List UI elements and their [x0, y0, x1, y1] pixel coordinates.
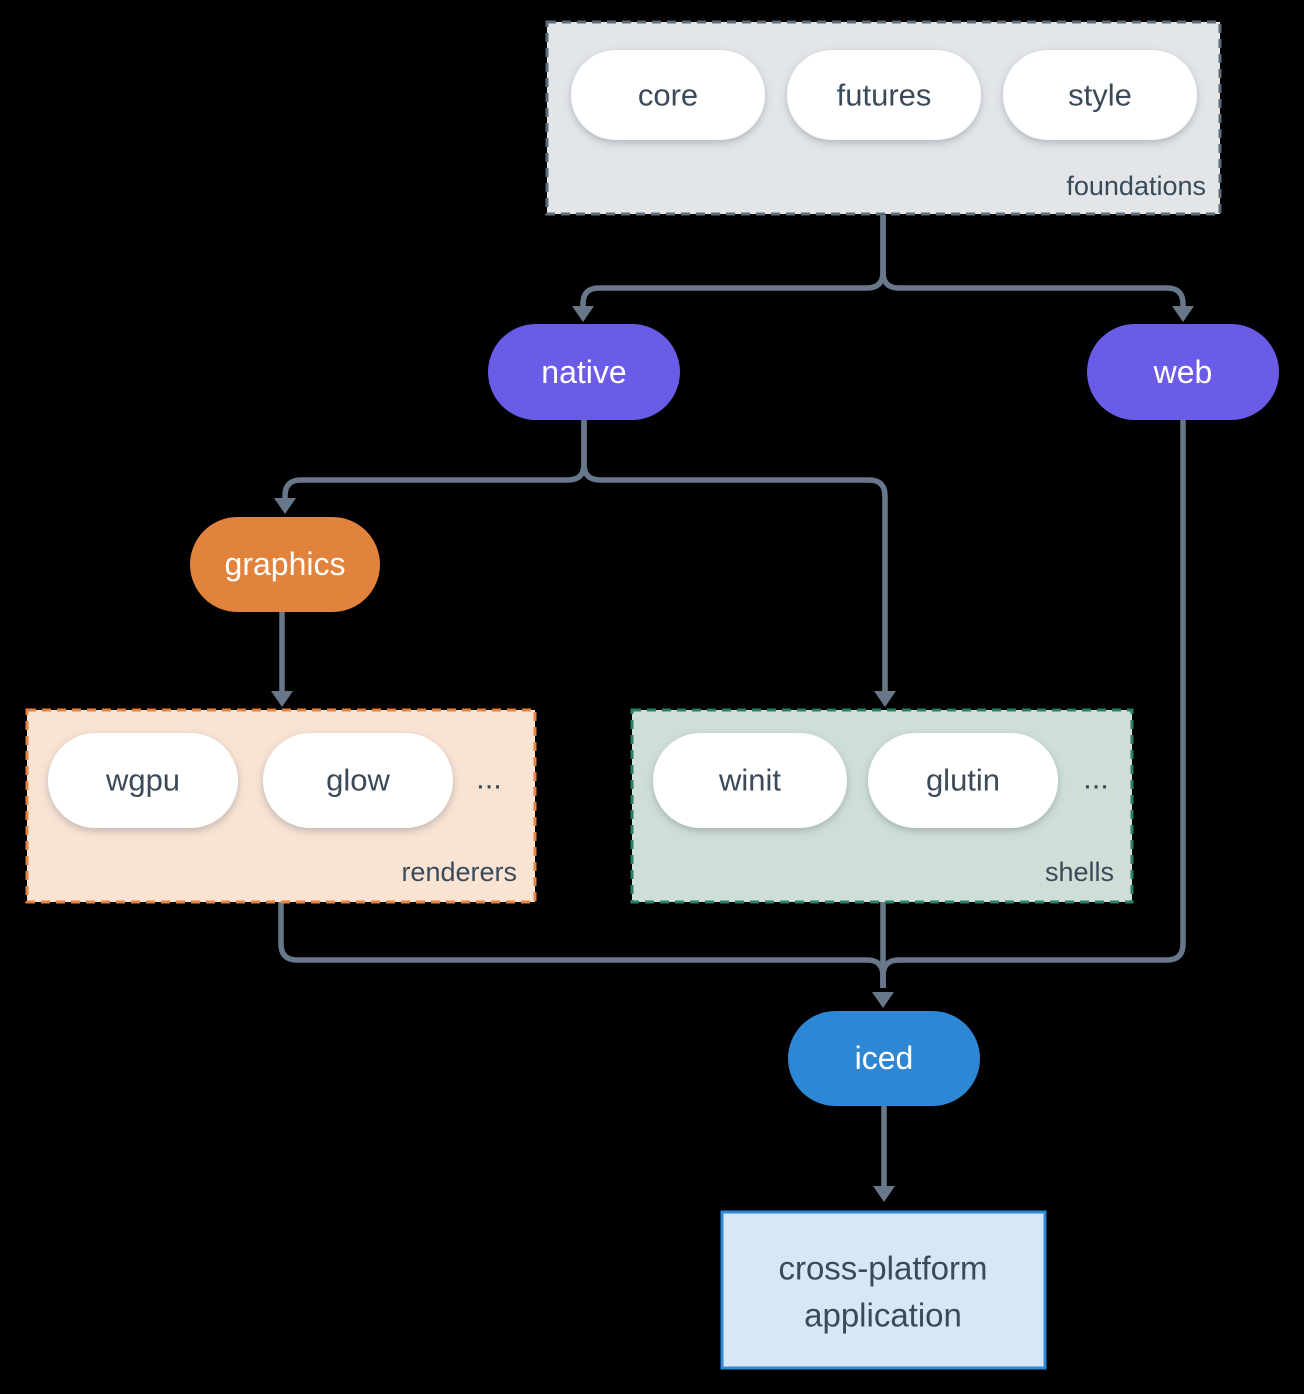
web-node	[1087, 324, 1279, 420]
winit-pill-label: winit	[718, 763, 781, 798]
arrowhead-renderers	[271, 691, 293, 707]
arrowhead-native	[572, 306, 594, 322]
edge-native-to-shells	[581, 420, 888, 693]
glutin-pill	[868, 733, 1058, 828]
shells-group-label: shells	[1045, 857, 1114, 887]
iced-node	[788, 1011, 980, 1106]
futures-pill-label: futures	[837, 78, 932, 113]
arrowheads	[271, 306, 1194, 1202]
futures-pill	[787, 50, 981, 140]
arrowhead-graphics	[274, 498, 296, 514]
core-pill-label: core	[638, 78, 698, 113]
wgpu-pill-label: wgpu	[105, 763, 180, 798]
style-pill-label: style	[1068, 78, 1132, 113]
glutin-pill-label: glutin	[926, 763, 1000, 798]
graphics-node-label: graphics	[225, 546, 346, 582]
native-node-group: native	[488, 324, 680, 420]
application-label-line1: cross-platform	[778, 1250, 987, 1287]
native-node	[488, 324, 680, 420]
glow-pill-label: glow	[326, 763, 390, 798]
core-pill	[571, 50, 765, 140]
shells-ellipsis: ...	[1083, 761, 1109, 796]
foundations-group-label: foundations	[1066, 171, 1206, 201]
web-node-label: web	[1153, 354, 1213, 390]
web-node-group: web	[1087, 324, 1279, 420]
edge-foundations-to-web	[880, 215, 1186, 311]
iced-node-label: iced	[855, 1040, 914, 1076]
application-label-line2: application	[804, 1297, 962, 1334]
arrowhead-iced	[872, 992, 894, 1008]
application-node-group: cross-platform application	[720, 1210, 1047, 1370]
graphics-node-group: graphics	[190, 517, 380, 612]
renderers-group: wgpu glow ... renderers	[25, 708, 537, 904]
wgpu-pill	[48, 733, 238, 828]
application-box	[720, 1210, 1047, 1370]
winit-pill	[653, 733, 847, 828]
arrowhead-shells	[874, 691, 896, 707]
iced-node-group: iced	[788, 1011, 980, 1106]
style-pill	[1003, 50, 1197, 140]
native-node-label: native	[541, 354, 626, 390]
arrowhead-web	[1172, 306, 1194, 322]
shells-group: winit glutin ... shells	[630, 708, 1134, 904]
renderers-ellipsis: ...	[476, 761, 502, 796]
arrowhead-application	[873, 1186, 895, 1202]
renderers-group-label: renderers	[401, 857, 517, 887]
graphics-node	[190, 517, 380, 612]
glow-pill	[263, 733, 453, 828]
foundations-group: core futures style foundations	[545, 20, 1222, 216]
edge-lines	[278, 215, 1186, 1188]
